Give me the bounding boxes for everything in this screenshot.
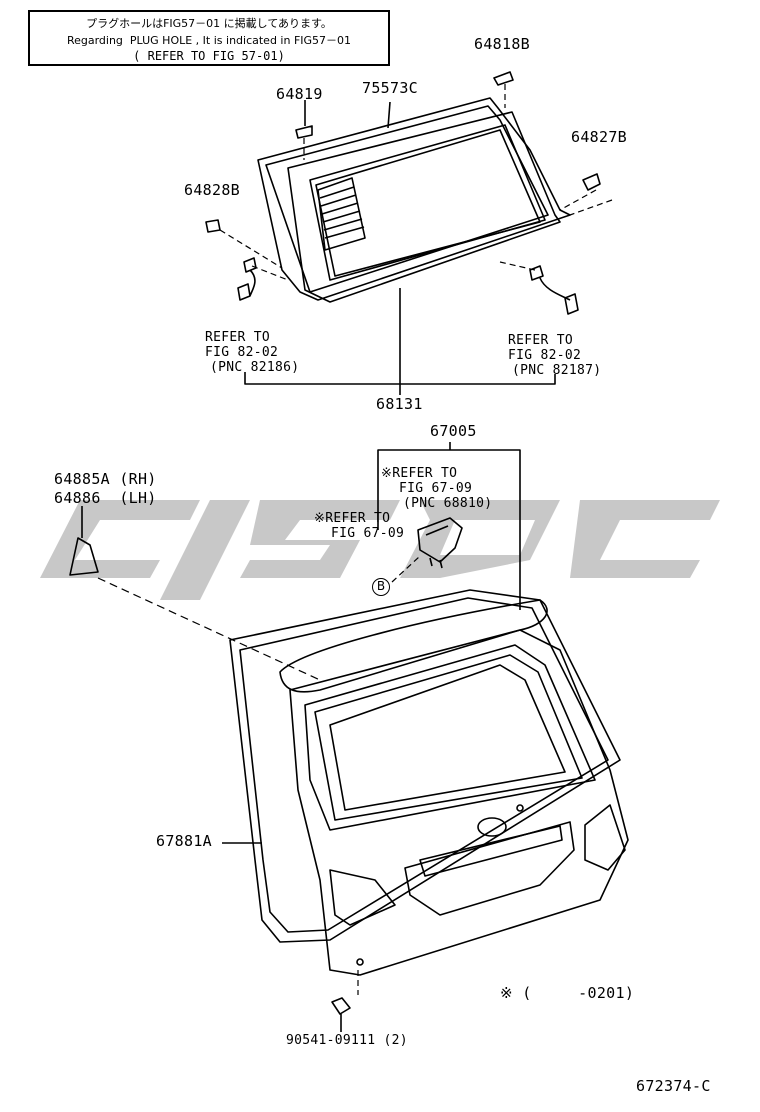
harness-left-icon xyxy=(237,257,257,301)
clip-64827b-icon xyxy=(582,173,601,191)
part-label-64819[interactable]: 64819 xyxy=(276,85,323,103)
clip-64819-icon xyxy=(295,125,313,139)
part-label-67881a[interactable]: 67881A xyxy=(156,832,212,850)
note-line-refer: ( REFER TO FIG 57-01) xyxy=(133,49,285,63)
part-label-64886[interactable]: 64886 (LH) xyxy=(54,489,157,507)
harness-right-icon xyxy=(529,265,579,315)
moulding-outline xyxy=(257,97,571,301)
refer-latch-line3: (PNC 68810) xyxy=(403,496,493,511)
part-label-75573c[interactable]: 75573C xyxy=(362,79,418,97)
part-label-64828b[interactable]: 64828B xyxy=(184,181,240,199)
license-plate-area xyxy=(404,821,575,916)
refer-left-line1: REFER TO xyxy=(205,330,271,345)
refer-b-line2[interactable]: FIG 67-09 xyxy=(331,526,405,541)
figure-code: 672374-C xyxy=(636,1077,711,1095)
garnish-64885a-icon xyxy=(69,537,99,576)
part-label-64827b[interactable]: 64827B xyxy=(571,128,627,146)
weatherstrip xyxy=(229,589,621,943)
refer-left-line3: (PNC 82186) xyxy=(210,360,300,375)
lamp-left-icon xyxy=(329,869,396,926)
part-label-64885a[interactable]: 64885A (RH) xyxy=(54,470,157,488)
refer-right-line2[interactable]: FIG 82-02 xyxy=(508,348,582,363)
glass-inner xyxy=(309,124,546,281)
clip-64828b-icon xyxy=(205,219,221,233)
latch-assembly-icon xyxy=(417,517,463,569)
cushion-90541-icon xyxy=(331,997,351,1015)
glass-dark-area xyxy=(315,129,541,277)
part-label-64818b[interactable]: 64818B xyxy=(474,35,530,53)
refer-b-line1: ※REFER TO xyxy=(314,511,391,526)
part-label-68131[interactable]: 68131 xyxy=(376,395,423,413)
back-door-panel xyxy=(289,629,629,976)
lamp-right-icon xyxy=(584,804,626,871)
refer-latch-line2[interactable]: FIG 67-09 xyxy=(399,481,473,496)
circled-b-marker-icon: B xyxy=(372,578,390,596)
glass-outline xyxy=(287,111,561,303)
refer-right-line1: REFER TO xyxy=(508,333,574,348)
watermark-logo-icon xyxy=(40,500,720,600)
refer-note-box: プラグホールはFIG57－01 に掲載してあります。 Regarding PLU… xyxy=(28,10,390,66)
refer-right-line3: (PNC 82187) xyxy=(512,363,602,378)
refer-left-line2[interactable]: FIG 82-02 xyxy=(205,345,279,360)
defogger-area xyxy=(317,177,366,251)
clip-64818b-icon xyxy=(493,71,514,86)
note-line-jp: プラグホールはFIG57－01 に掲載してあります。 xyxy=(86,17,332,30)
note-line-en: Regarding PLUG HOLE , It is indicated in… xyxy=(66,34,352,47)
part-label-90541[interactable]: 90541-09111 (2) xyxy=(286,1033,408,1048)
emblem-icon xyxy=(477,817,507,837)
moulding-inner xyxy=(265,105,549,293)
refer-latch-line1: ※REFER TO xyxy=(381,466,458,481)
part-label-67005[interactable]: 67005 xyxy=(430,422,477,440)
spoiler xyxy=(279,599,548,693)
footnote: ※ ( -0201) xyxy=(500,984,635,1002)
